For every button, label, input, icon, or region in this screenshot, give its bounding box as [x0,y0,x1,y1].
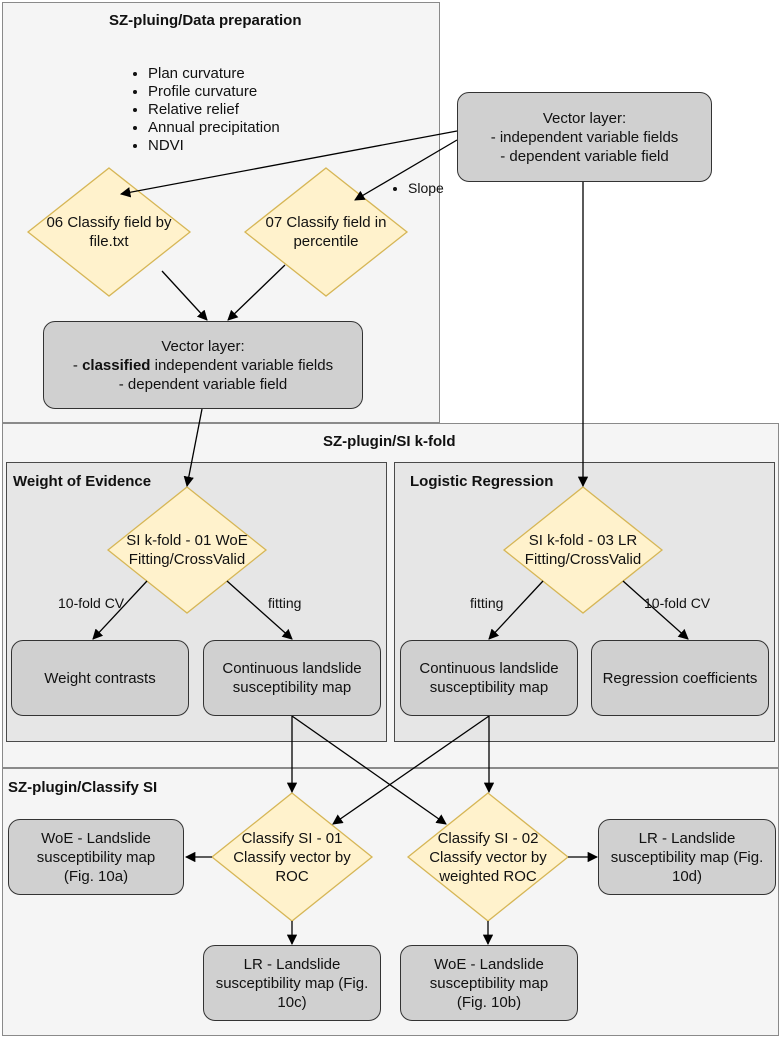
box-line-prefix: - [72,356,83,374]
diamond-line: Classify SI - 02 [437,829,539,847]
diamond-line: Fitting/CrossValid [524,551,642,568]
edge-woe-map-to-classify02 [291,715,447,825]
diamond-lr-fitting: SI k-fold - 03 LR Fitting/CrossValid [514,520,652,580]
edge-vector-to-07 [354,139,458,201]
box-line: (Fig. 10b) [456,993,522,1011]
edge-woe-fit [226,580,293,640]
edge-vector-to-06 [119,130,458,198]
diamond-line: SI k-fold - 01 WoE [126,532,248,549]
edge-label-woe-cv: 10-fold CV [58,595,125,611]
box-line: WoE - Landslide [434,955,544,973]
box-line: WoE - Landslide [41,829,151,847]
classify-si-panel [2,768,779,1036]
lr-subpanel-title: Logistic Regression [410,473,554,490]
edge-label-lr-fit: fitting [470,595,504,611]
bullet-item: Annual precipitation [148,119,280,137]
box-line: - independent variable fields [490,128,679,146]
diamond-line: 06 Classify field by [46,214,172,231]
bullet-item: Slope [408,179,444,197]
box-line: Regression coefficients [602,669,758,687]
edge-lr-fit [488,580,544,640]
box-line: LR - Landslide [638,829,736,847]
classify-si-title: SZ-plugin/Classify SI [8,779,158,796]
diamond-line: ROC [275,867,309,885]
box-line: 10c) [277,993,307,1011]
diamond-classify-01: Classify SI - 01 Classify vector by ROC [222,826,362,888]
lr-map-fig-10c: LR - Landslide susceptibility map (Fig. … [203,945,381,1021]
edge-classified-to-woe-diamond [183,408,203,488]
diamond-06-classify-by-file: 06 Classify field by file.txt [38,202,180,262]
si-kfold-title: SZ-plugin/SI k-fold [323,433,456,450]
diamond-07-shape [243,167,409,297]
regression-coefficients-box: Regression coefficients [591,640,769,716]
edge-woe-cv [92,580,148,640]
lr-continuous-map-box: Continuous landslide susceptibility map [400,640,578,716]
diamond-line: Classify vector by [429,848,547,866]
diamond-classify-02: Classify SI - 02 Classify vector by weig… [418,826,558,888]
diamond-line: file.txt [89,233,129,250]
box-line: LR - Landslide [243,955,341,973]
box-line: Vector layer: [542,109,627,127]
box-line-rest: independent variable fields [150,356,334,374]
diamond-line: SI k-fold - 03 LR [528,532,638,549]
bullet-item: NDVI [148,137,280,155]
edge-lr-map-to-classify01 [332,715,490,825]
slope-bullet: Slope [388,179,444,197]
box-line: Continuous landslide [419,660,559,677]
diamond-lr-shape [502,486,664,614]
box-line: susceptibility map [429,974,549,992]
edge-06-to-classified [161,270,208,321]
data-preparation-title: SZ-pluing/Data preparation [109,12,302,29]
classified-vector-layer: Vector layer: - classified independent v… [43,321,363,409]
box-line: susceptibility map (Fig. [610,848,764,866]
box-line: Continuous landslide [222,660,362,677]
diamond-woe-fitting: SI k-fold - 01 WoE Fitting/CrossValid [118,520,256,580]
edge-lr-cv [622,580,689,640]
woe-map-fig-10b: WoE - Landslide susceptibility map (Fig.… [400,945,578,1021]
box-line: - dependent variable field [118,375,288,393]
diamond-line: Classify SI - 01 [241,829,343,847]
diamond-line: Fitting/CrossValid [128,551,246,568]
bullet-item: Relative relief [148,101,280,119]
box-line: 10d) [671,867,703,885]
box-line: susceptibility map [232,679,352,696]
diamond-line: Classify vector by [233,848,351,866]
box-line: susceptibility map [429,679,549,696]
diamond-woe-shape [106,486,268,614]
weight-contrasts-box: Weight contrasts [11,640,189,716]
lr-map-fig-10d: LR - Landslide susceptibility map (Fig. … [598,819,776,895]
diamond-line: 07 Classify field in [265,214,387,231]
bullet-item: Plan curvature [148,65,280,83]
diamond-07-classify-percentile: 07 Classify field in percentile [255,202,397,262]
woe-map-fig-10a: WoE - Landslide susceptibility map (Fig.… [8,819,184,895]
vector-layer-input: Vector layer: - independent variable fie… [457,92,712,182]
box-line: Vector layer: [161,337,245,355]
box-line: susceptibility map [36,848,156,866]
box-line: (Fig. 10a) [63,867,129,885]
classified-emphasis: classified [82,356,151,374]
box-line: - dependent variable field [500,147,669,165]
box-line: Weight contrasts [44,669,156,687]
edge-label-lr-cv: 10-fold CV [644,595,711,611]
woe-subpanel-title: Weight of Evidence [13,473,152,490]
bullet-item: Profile curvature [148,83,280,101]
woe-continuous-map-box: Continuous landslide susceptibility map [203,640,381,716]
box-line: susceptibility map (Fig. [215,974,369,992]
variables-bullet-list: Plan curvature Profile curvature Relativ… [128,65,280,155]
edge-07-to-classified [227,264,286,321]
edge-label-woe-fit: fitting [268,595,302,611]
diamond-line: weighted ROC [439,867,537,885]
box-line: - classified independent variable fields [73,356,333,375]
diamond-06-shape [26,167,192,297]
diamond-line: percentile [293,233,359,250]
